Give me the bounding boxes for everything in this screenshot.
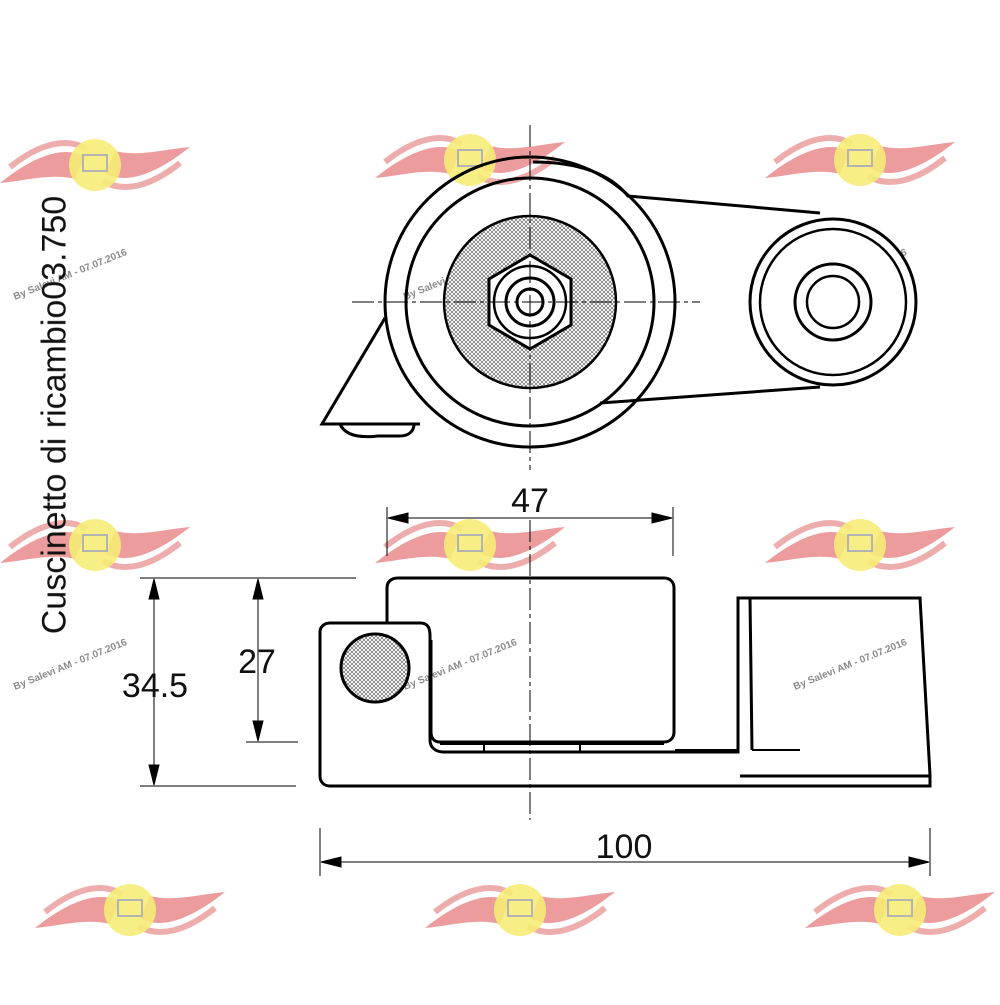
watermark-text: By Salevi AM - 07.07.2016 [12, 637, 129, 693]
dimension-lines [140, 507, 931, 876]
dimension-100-label: 100 [596, 828, 653, 866]
dimension-47-label: 47 [511, 482, 549, 520]
side-view [318, 576, 932, 788]
dimension-labels: 47 100 34.5 27 [122, 482, 652, 866]
watermark-text: By Salevi AM - 07.07.2016 [402, 637, 519, 693]
dimension-27-label: 27 [238, 643, 276, 681]
centerlines-top [352, 125, 700, 470]
bolt-hatched [339, 632, 411, 704]
small-pulley-outer [748, 217, 918, 387]
part-title: Cuscinetto di ricambio03.750 [35, 195, 74, 635]
watermark-text: By Salevi AM - 07.07.2016 [792, 637, 909, 693]
dimension-34-5-label: 34.5 [122, 667, 188, 705]
